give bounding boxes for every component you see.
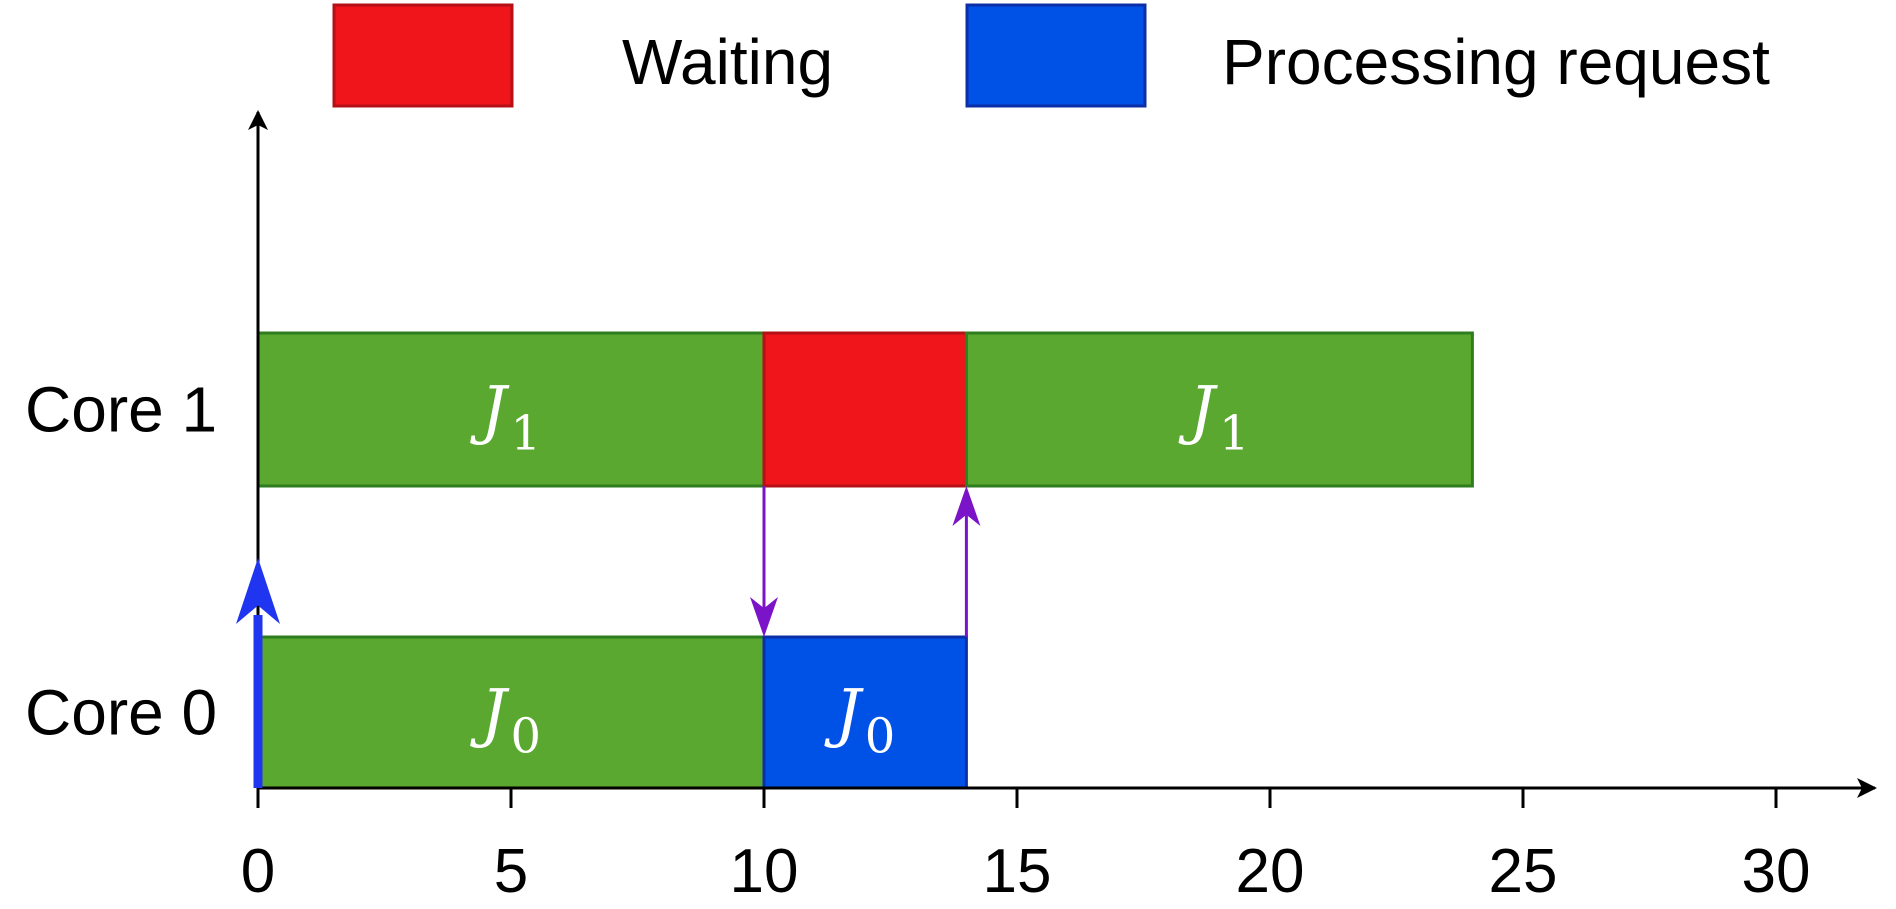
legend-swatch-processing bbox=[965, 3, 1147, 108]
axes: 0 5 10 15 20 25 30 bbox=[241, 110, 1877, 906]
signal-arrow-down-head bbox=[750, 597, 778, 637]
arrows bbox=[236, 486, 981, 788]
request-arrow-head bbox=[236, 558, 280, 624]
segment-job-core0-0 bbox=[256, 635, 766, 790]
segment-processing-core0-1 bbox=[762, 635, 968, 790]
signal-arrow-up-head bbox=[952, 486, 981, 526]
x-tick-label-0: 0 bbox=[241, 837, 275, 906]
row-label-core-0: Core 0 bbox=[25, 677, 217, 749]
x-tick-label-20: 20 bbox=[1236, 837, 1305, 906]
legend-swatch-waiting bbox=[332, 3, 514, 108]
legend: Waiting Processing request bbox=[332, 3, 1770, 108]
segment-label-1: J0 bbox=[824, 677, 895, 765]
segment-label-0: J0 bbox=[470, 677, 541, 765]
segment-job-core1-2 bbox=[964, 331, 1474, 488]
legend-label-waiting: Waiting bbox=[622, 26, 833, 98]
x-tick-label-10: 10 bbox=[730, 837, 799, 906]
segment-job-core1-0 bbox=[256, 331, 766, 488]
x-tick-label-30: 30 bbox=[1742, 837, 1811, 906]
x-tick-label-15: 15 bbox=[983, 837, 1052, 906]
row-label-core-1: Core 1 bbox=[25, 374, 217, 446]
x-tick-label-5: 5 bbox=[494, 837, 528, 906]
segment-waiting-core1-1 bbox=[762, 331, 968, 488]
x-tick-label-25: 25 bbox=[1489, 837, 1558, 906]
legend-label-processing: Processing request bbox=[1222, 26, 1770, 98]
